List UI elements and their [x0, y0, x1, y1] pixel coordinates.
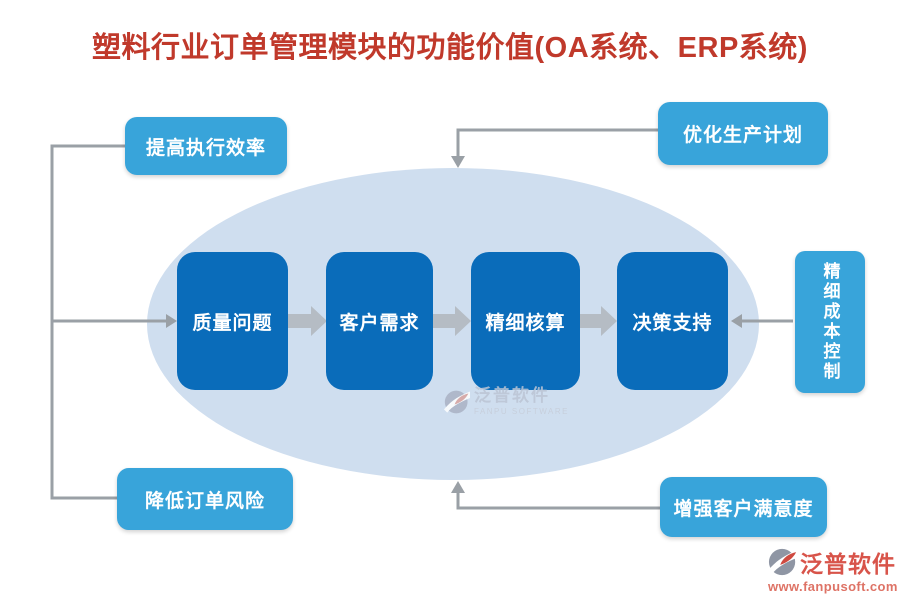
- flow-step-label: 决策支持: [632, 312, 713, 334]
- footer-brand-name: 泛普软件: [800, 551, 896, 577]
- flow-step-label: 客户需求: [339, 312, 420, 334]
- flow-step-quality-issues: 质量问题: [177, 252, 288, 390]
- benefit-box-enhance-customer-satisfaction: 增强客户满意度: [660, 477, 827, 537]
- fanpu-logo-icon: [768, 548, 798, 576]
- flow-step-customer-needs: 客户需求: [326, 252, 433, 390]
- down-arrowhead-icon: [451, 156, 465, 168]
- flow-step-fine-accounting: 精细核算: [471, 252, 580, 390]
- flow-step-label: 精细核算: [485, 312, 566, 334]
- benefit-label: 优化生产计划: [682, 125, 803, 146]
- footer-brand: 泛普软件 www.fanpusoft.com: [768, 545, 898, 594]
- watermark-subtitle: FANPU SOFTWARE: [474, 407, 569, 416]
- benefit-label: 增强客户满意度: [673, 498, 814, 520]
- fanpu-watermark-logo-icon: [444, 390, 470, 414]
- footer-brand-url: www.fanpusoft.com: [768, 579, 898, 594]
- benefit-box-reduce-order-risk: 降低订单风险: [117, 468, 293, 530]
- benefit-label: 提高执行效率: [145, 137, 266, 159]
- benefit-box-fine-cost-control: 精细成本控制: [795, 251, 865, 393]
- up-arrowhead-icon: [451, 481, 465, 493]
- page-title: 塑料行业订单管理模块的功能价值(OA系统、ERP系统): [92, 32, 808, 64]
- top-right-connector-line: [456, 128, 658, 157]
- benefit-label: 精细成本控制: [820, 262, 840, 382]
- bottom-right-connector-line: [456, 492, 660, 510]
- flow-step-decision-support: 决策支持: [617, 252, 728, 390]
- left-connector-line: [50, 144, 125, 500]
- benefit-box-improve-efficiency: 提高执行效率: [125, 117, 287, 175]
- center-watermark: 泛普软件 FANPU SOFTWARE: [444, 386, 569, 418]
- flow-step-label: 质量问题: [192, 312, 273, 334]
- watermark-name: 泛普软件: [474, 386, 550, 405]
- benefit-box-optimize-production-plan: 优化生产计划: [658, 102, 828, 165]
- benefit-label: 降低订单风险: [144, 490, 265, 512]
